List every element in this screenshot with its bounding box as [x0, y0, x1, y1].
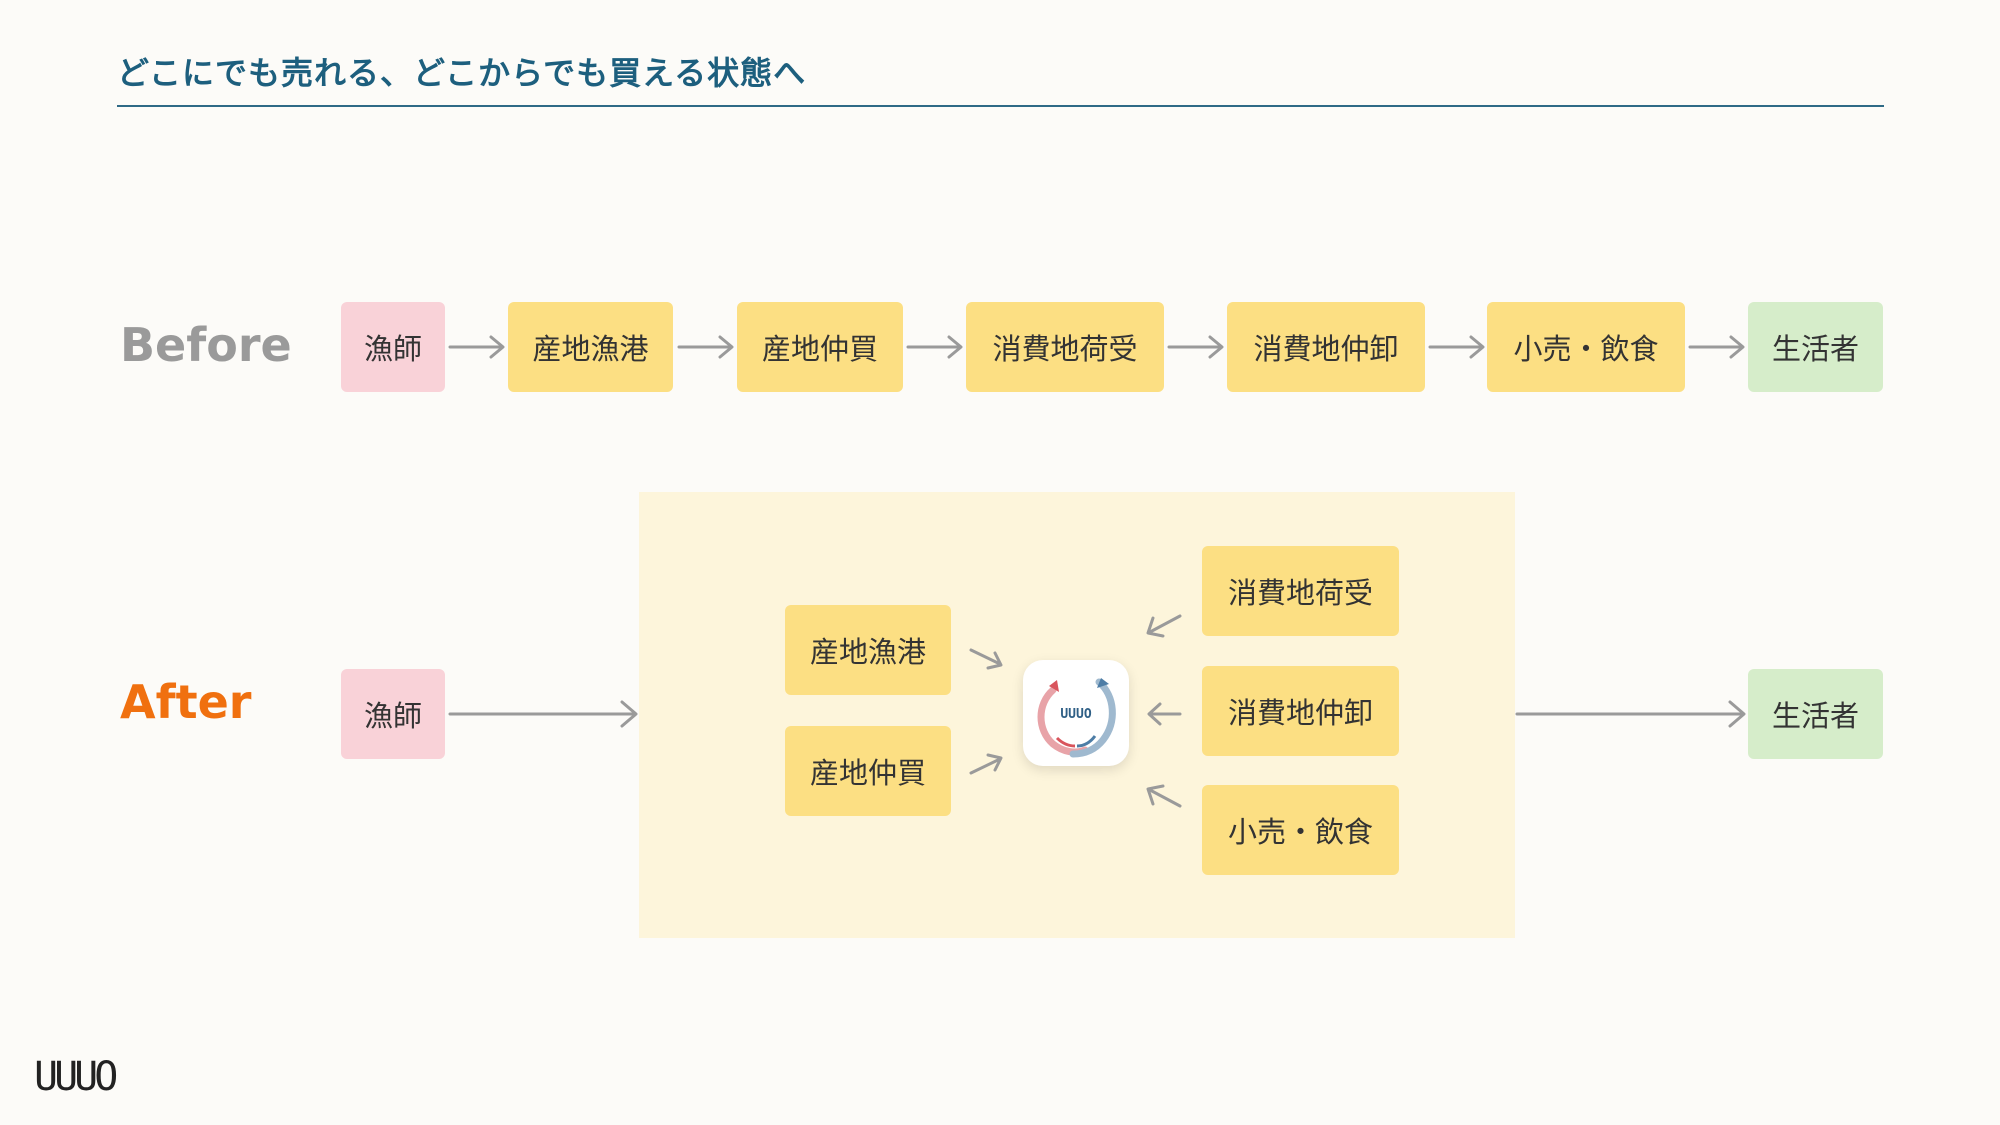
after-node-retail-dining: 小売・飲食 — [1202, 785, 1399, 875]
arrow-up-right-icon — [969, 753, 1003, 775]
after-label: After — [120, 675, 252, 729]
before-step-fisher: 漁師 — [341, 302, 445, 392]
arrow-right-icon — [1167, 335, 1224, 359]
arrow-left-icon — [1147, 702, 1182, 726]
after-source-fisher: 漁師 — [341, 669, 445, 759]
title-underline — [117, 105, 1884, 107]
uuuo-logo: UUUO — [28, 1052, 120, 1100]
after-destination-consumer: 生活者 — [1748, 669, 1883, 759]
arrow-down-left-icon — [1146, 614, 1182, 638]
after-node-consumer-receiver: 消費地荷受 — [1202, 546, 1399, 636]
before-step-consumer-receiver: 消費地荷受 — [966, 302, 1164, 392]
arrow-right-icon — [906, 335, 963, 359]
after-node-origin-broker: 産地仲買 — [785, 726, 951, 816]
arrow-right-icon — [1515, 700, 1746, 728]
before-step-origin-port: 産地漁港 — [508, 302, 673, 392]
before-step-retail-dining: 小売・飲食 — [1487, 302, 1685, 392]
uuuo-app-icon: UUUO — [1023, 660, 1129, 766]
before-step-origin-broker: 産地仲買 — [737, 302, 903, 392]
before-step-consumer-wholesaler: 消費地仲卸 — [1227, 302, 1425, 392]
arrow-right-icon — [1428, 335, 1485, 359]
after-node-consumer-wholesaler: 消費地仲卸 — [1202, 666, 1399, 756]
arrow-right-icon — [448, 700, 638, 728]
arrow-right-icon — [677, 335, 734, 359]
logo-text: UUUO — [34, 1054, 116, 1096]
after-node-origin-port: 産地漁港 — [785, 605, 951, 695]
arrow-down-right-icon — [969, 648, 1003, 670]
arrow-right-icon — [448, 335, 505, 359]
before-step-consumer: 生活者 — [1748, 302, 1883, 392]
arrow-right-icon — [1688, 335, 1745, 359]
before-label: Before — [120, 318, 292, 372]
arrow-up-left-icon — [1146, 784, 1182, 808]
app-icon-text: UUUO — [1060, 707, 1091, 722]
koi-fish-icon: UUUO — [1037, 678, 1116, 758]
slide-title: どこにでも売れる、どこからでも買える状態へ — [117, 54, 807, 92]
